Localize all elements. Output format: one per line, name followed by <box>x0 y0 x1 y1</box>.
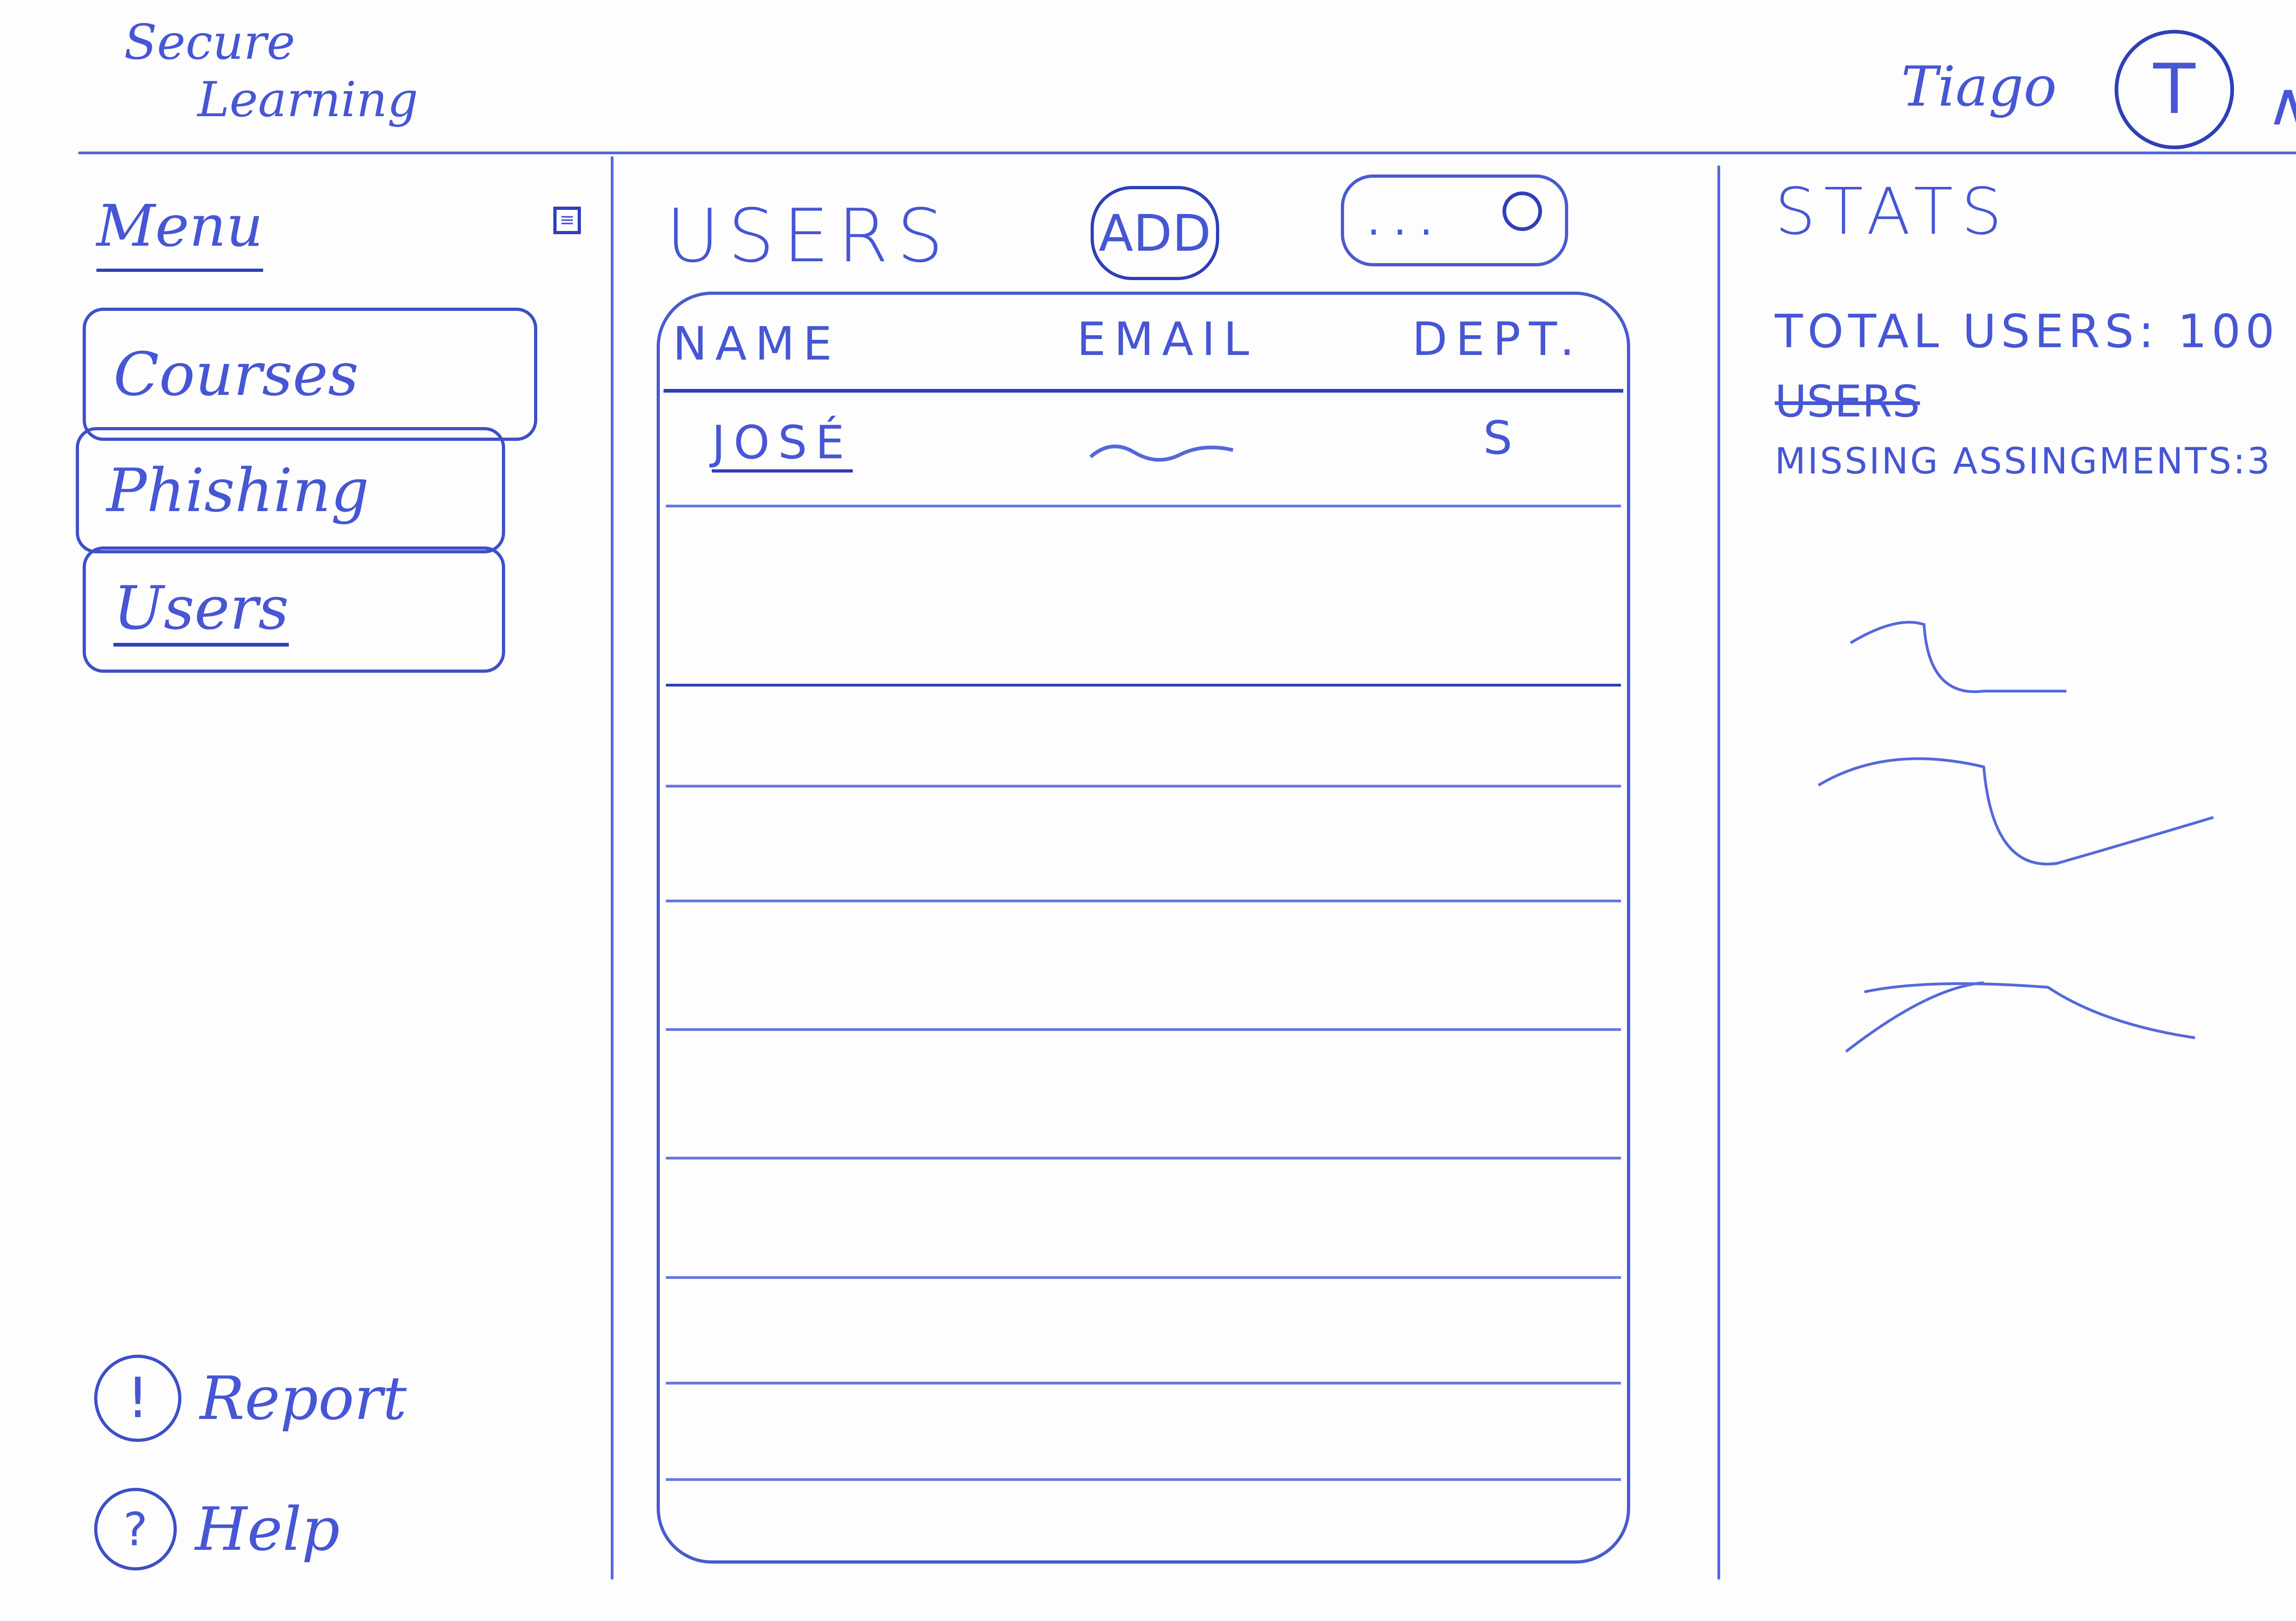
sidebar-item-label: Users <box>113 573 289 647</box>
table-row[interactable] <box>666 1385 1621 1481</box>
total-users-value: 100 <box>2178 304 2279 358</box>
search-placeholder: . . . <box>1367 196 1433 245</box>
search-icon[interactable] <box>1503 191 1542 231</box>
avatar-initial: T <box>2153 50 2195 129</box>
page-title: USERS <box>666 193 952 279</box>
table-row[interactable]: JOSÉ S <box>666 393 1621 507</box>
placeholder-line <box>1845 981 2195 1053</box>
stats-placeholder-lines <box>1818 621 2214 1053</box>
sidebar-item-phishing[interactable]: Phishing <box>76 427 505 553</box>
sidebar-divider <box>611 156 613 1580</box>
help-label: Help <box>195 1494 340 1564</box>
placeholder-line <box>1818 757 2214 866</box>
table-row[interactable] <box>666 788 1621 902</box>
table-row[interactable] <box>666 902 1621 1031</box>
app-logo[interactable]: Secure Learning <box>124 14 418 129</box>
column-header-dept[interactable]: DEPT. <box>1412 312 1583 366</box>
question-circle-icon: ? <box>94 1488 177 1570</box>
app-title-line2: Learning <box>197 72 418 128</box>
user-name-link[interactable]: JOSÉ <box>712 416 853 473</box>
table-row[interactable] <box>666 1031 1621 1159</box>
sidebar-item-report[interactable]: ! Report <box>94 1355 407 1442</box>
stats-divider <box>1717 165 1720 1580</box>
exclamation-circle-icon: ! <box>94 1355 181 1442</box>
missing-assignments-value: 3 <box>2247 441 2272 482</box>
stats-title: STATS <box>1775 174 2010 249</box>
email-placeholder-squiggle <box>1089 445 1233 462</box>
column-header-email[interactable]: EMAIL <box>1077 312 1258 366</box>
avatar[interactable]: T <box>2115 30 2234 149</box>
app-title-line1: Secure <box>124 14 295 70</box>
sidebar-item-label: Courses <box>113 339 359 409</box>
sidebar-item-users[interactable]: Users <box>83 546 505 673</box>
total-users-stat: TOTAL USERS: 100 <box>1775 304 2296 358</box>
table-row[interactable] <box>666 687 1621 788</box>
table-row[interactable] <box>666 1159 1621 1279</box>
table-row[interactable] <box>666 507 1621 687</box>
sidebar-item-courses[interactable]: Courses <box>83 308 537 441</box>
crossed-out-text: USERS <box>1775 377 1920 427</box>
sidebar-item-label: Phishing <box>107 455 369 525</box>
sidebar-item-help[interactable]: ? Help <box>94 1488 340 1570</box>
search-input[interactable]: . . . <box>1341 174 1568 266</box>
add-label: ADD <box>1098 203 1211 263</box>
report-label: Report <box>200 1363 407 1433</box>
users-table <box>657 292 1630 1564</box>
add-user-button[interactable]: ADD <box>1091 186 1219 280</box>
user-name[interactable]: Tiago <box>1901 55 2057 119</box>
missing-assignments-stat: MISSING ASSINGMENTS:3 <box>1775 441 2296 482</box>
total-users-label: TOTAL USERS: <box>1775 304 2159 358</box>
chevron-up-icon[interactable]: ∧ <box>2266 69 2296 139</box>
collapse-sidebar-icon[interactable]: ≡ <box>553 207 581 234</box>
user-dept: S <box>1483 411 1513 465</box>
placeholder-line <box>1850 621 2066 693</box>
table-header: NAME EMAIL DEPT. <box>664 298 1623 393</box>
missing-assignments-label: MISSING ASSINGMENTS: <box>1775 441 2247 482</box>
column-header-name[interactable]: NAME <box>673 317 840 371</box>
table-row[interactable] <box>666 1279 1621 1385</box>
header-divider <box>78 152 2296 154</box>
stats-panel: STATS TOTAL USERS: 100 USERS MISSING ASS… <box>1775 174 2296 482</box>
sidebar-title: Menu <box>96 193 263 272</box>
